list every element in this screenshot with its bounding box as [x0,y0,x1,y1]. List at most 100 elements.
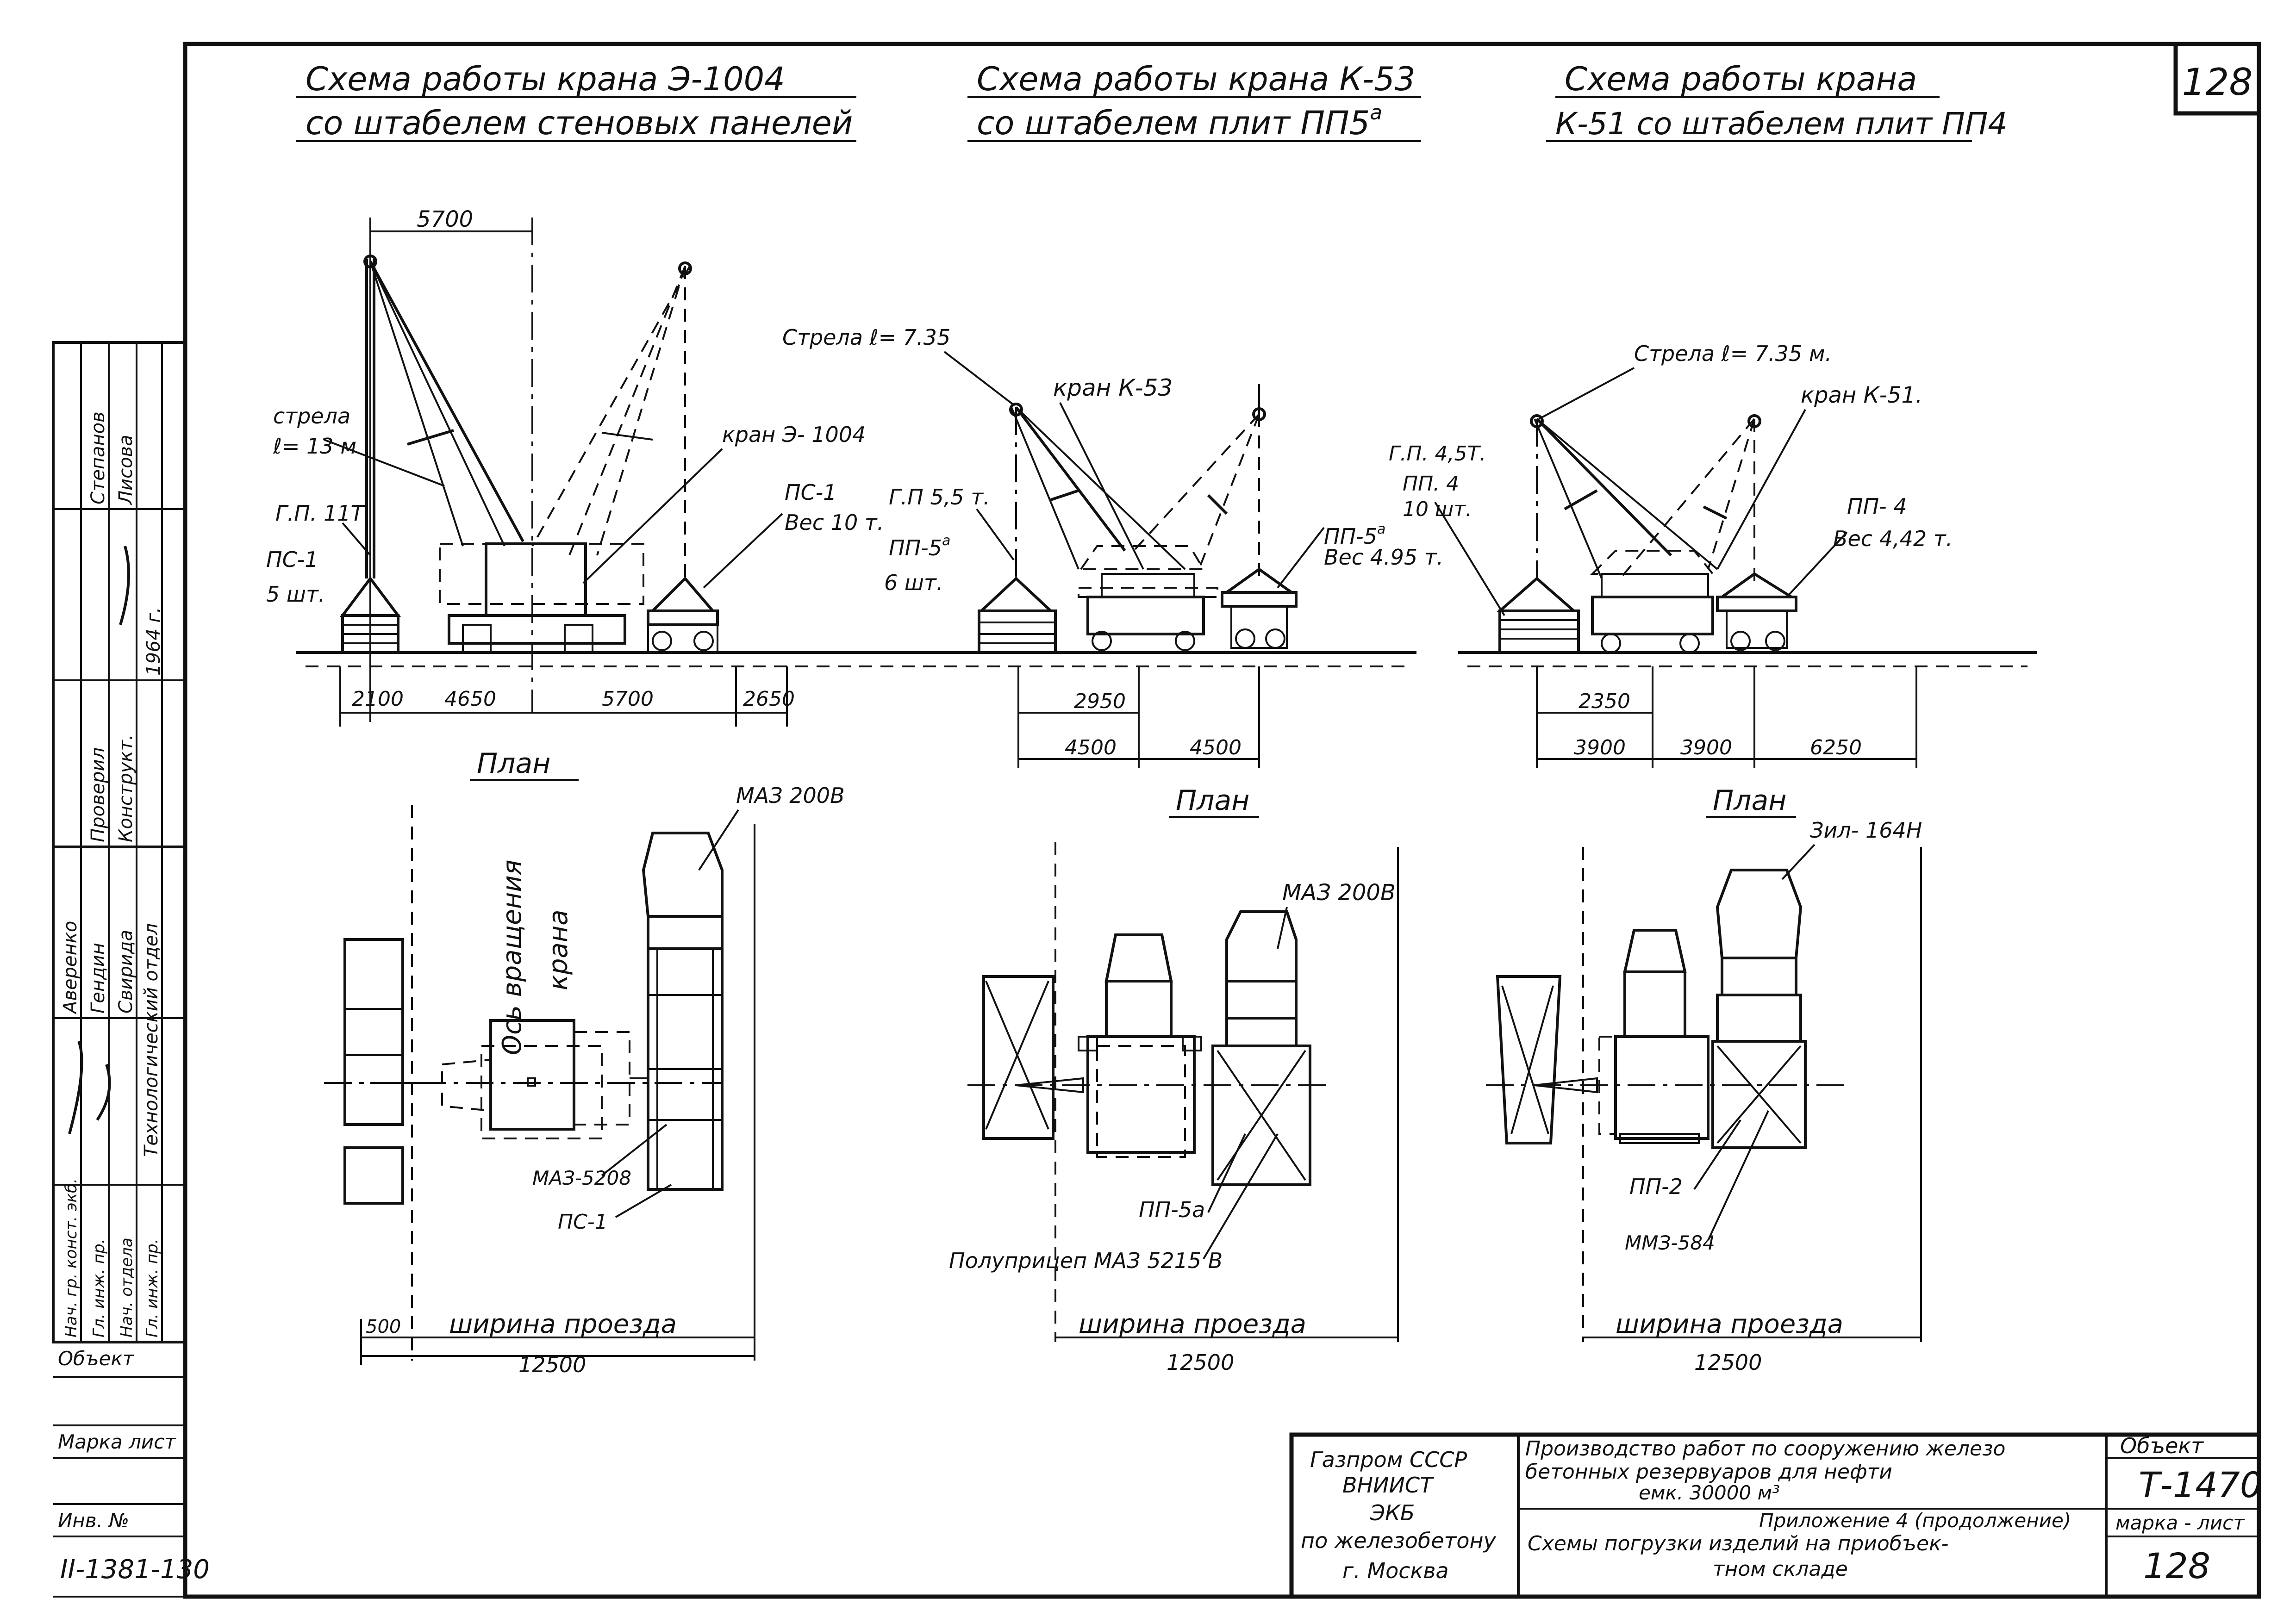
stack-label-k53: ПП-5а [889,533,950,560]
dim-2350: 2350 [1578,690,1630,713]
crane-label-k51: кран К-51. [1801,382,1922,408]
boom-length-label: ℓ= 13 м [273,434,356,459]
stamp-role-4: Гл. инж. пр. [143,1239,162,1337]
capacity-label: Г.П. 11Т. [275,501,370,526]
tb-appendix: Приложение 4 (продолжение) [1759,1509,2071,1532]
plan-1-dim-500: 500 [366,1316,401,1337]
crane-label: кран Э- 1004 [722,422,866,447]
scheme-1-title-line1: Схема работы крана Э-1004 [306,60,785,98]
dim-4500-left: 4500 [1065,736,1117,759]
plan-1-title: План [477,747,550,780]
plan-1-axis-label-2: крана [543,909,574,990]
panel-weight-label: Вес 10 т. [785,510,884,535]
scheme-1-title-line2: со штабелем стеновых панелей [306,104,853,142]
sheet-number: 128 [2182,61,2253,104]
plan-1-axis-label: Ось вращения [497,860,527,1055]
scheme-title-2: Схема работы крана К-53 со штабелем плит… [967,60,1421,142]
side-stamp: Нач. гр. конст. экб. Аверенко Гл. инж. п… [52,341,210,1598]
dim-top-5700: 5700 [417,206,473,232]
capacity-label-k53: Г.П 5,5 т. [889,485,990,510]
stamp-name-1: Аверенко [60,921,81,1015]
dim-2100: 2100 [352,687,404,711]
plan-3: План Зил- 164Н ПП-2 ММЗ-584 ширина проез… [1486,784,1922,1375]
plan-2-trailer-label: Полуприцеп МАЗ 5215 В [949,1248,1223,1273]
stamp-name-checked: Степанов [87,411,109,504]
scheme-title-1: Схема работы крана Э-1004 со штабелем ст… [296,60,856,142]
stamp-inv-label: Инв. № [58,1509,129,1532]
elevation-crane-k53: Стрела ℓ= 7.35 кран К-53 Г.П 5,5 т. ПП-5… [782,325,1443,768]
stamp-dept: Технологический отдел [141,923,162,1157]
capacity-label-k51: Г.П. 4,5Т. [1389,442,1486,466]
stamp-object-label: Объект [58,1347,135,1370]
stamp-role-designer: Конструкт. [115,734,137,842]
dim-6250: 6250 [1810,736,1862,759]
tb-org-1: Газпром СССР [1310,1447,1467,1472]
title-block: Газпром СССР ВНИИСТ ЭКБ по железобетону … [1289,1432,2262,1599]
plan-2-width-label: ширина проезда [1079,1309,1306,1339]
plan-1-truck-label: МАЗ 200В [736,783,845,808]
plan-3-trailer-label: ММЗ-584 [1625,1231,1715,1254]
stamp-year: 1964 г. [143,607,164,676]
dim-2650: 2650 [743,687,795,711]
plan-1: План Ось вращения крана МАЗ 200В МАЗ-520… [324,747,845,1377]
stamp-name-designer: Лисова [115,435,137,505]
tb-title-2: тном складе [1713,1557,1848,1581]
plan-3-plate-label: ПП-2 [1629,1174,1683,1199]
tb-object-label: Объект [2120,1433,2204,1458]
scheme-3-title-line2: К-51 со штабелем плит ПП4 [1555,106,2007,142]
plan-2: План МАЗ 200В ПП-5а Полуприцеп МАЗ 5215 … [949,784,1399,1375]
stack-count-label-k53: 6 шт. [884,570,943,595]
plan-3-dim-12500: 12500 [1694,1350,1762,1375]
scheme-2-title-line1: Схема работы крана К-53 [977,60,1416,98]
tb-object-value: Т-1470 [2139,1464,2262,1505]
tb-desc-1: Производство работ по сооружению железо [1525,1437,2005,1461]
dim-2950: 2950 [1074,690,1126,713]
ground-line [296,651,2037,667]
sheet-number-box [2173,42,2261,116]
plan-3-title: План [1713,784,1786,817]
stamp-mark-label: Марка лист [58,1430,176,1453]
tb-org-5: г. Москва [1342,1558,1449,1583]
plan-2-truck-label: МАЗ 200В [1282,880,1396,906]
tb-mark-value: 128 [2143,1545,2210,1586]
tb-org-2: ВНИИСТ [1342,1473,1435,1498]
elevation-crane-e1004: 5700 стрела ℓ= 13 [266,206,884,727]
plan-2-plate-label: ПП-5а [1139,1197,1205,1222]
plan-3-width-label: ширина проезда [1616,1309,1843,1339]
stamp-role-1: Нач. гр. конст. экб. [62,1178,81,1337]
scheme-3-title-line1: Схема работы крана [1565,60,1917,98]
tb-desc-3: емк. 30000 м³ [1639,1481,1780,1504]
plan-1-trailer-label: МАЗ-5208 [532,1167,631,1189]
plate-weight-label-k53: Вес 4.95 т. [1324,545,1443,570]
stack-count-label-k51: 10 шт. [1403,497,1472,521]
plan-1-width-label: ширина проезда [449,1309,677,1339]
plan-1-panel-label: ПС-1 [558,1210,608,1234]
plate-weight-label-k51: Вес 4,42 т. [1833,526,1953,551]
boom-label: стрела [273,404,350,429]
stamp-inv-number: II-1381-130 [60,1555,210,1585]
dim-3900-right: 3900 [1680,736,1732,759]
stamp-role-2: Гл. инж. пр. [90,1239,108,1337]
signature-marks [68,546,130,1134]
tb-title-1: Схемы погрузки изделий на приобъек- [1528,1532,1949,1555]
plate-label-k53: ПП-5а [1324,521,1385,549]
dim-4500-right: 4500 [1190,736,1242,759]
plan-3-truck-label: Зил- 164Н [1810,818,1922,843]
stamp-name-2: Гендин [87,943,109,1014]
stamp-role-checked: Проверил [87,747,109,842]
dim-4650: 4650 [444,687,496,711]
dim-3900-left: 3900 [1574,736,1626,759]
plan-1-dim-12500: 12500 [518,1352,586,1377]
stamp-role-3: Нач. отдела [118,1237,136,1337]
tb-org-3: ЭКБ [1370,1500,1415,1525]
plan-2-title: План [1176,784,1249,817]
tb-org-4: по железобетону [1301,1528,1497,1553]
stack-count-label: 5 шт. [266,582,325,607]
plate-label-k51: ПП- 4 [1847,494,1907,519]
scheme-2-title-line2: со штабелем плит ПП5а [977,101,1382,142]
scheme-title-3: Схема работы крана К-51 со штабелем плит… [1546,60,2007,142]
elevation-crane-k51: Стрела ℓ= 7.35 м. кран К-51. Г.П. 4,5Т. … [1389,341,1953,768]
tb-desc-2: бетонных резервуаров для нефти [1525,1460,1892,1484]
tb-mark-label: марка - лист [2115,1511,2245,1534]
